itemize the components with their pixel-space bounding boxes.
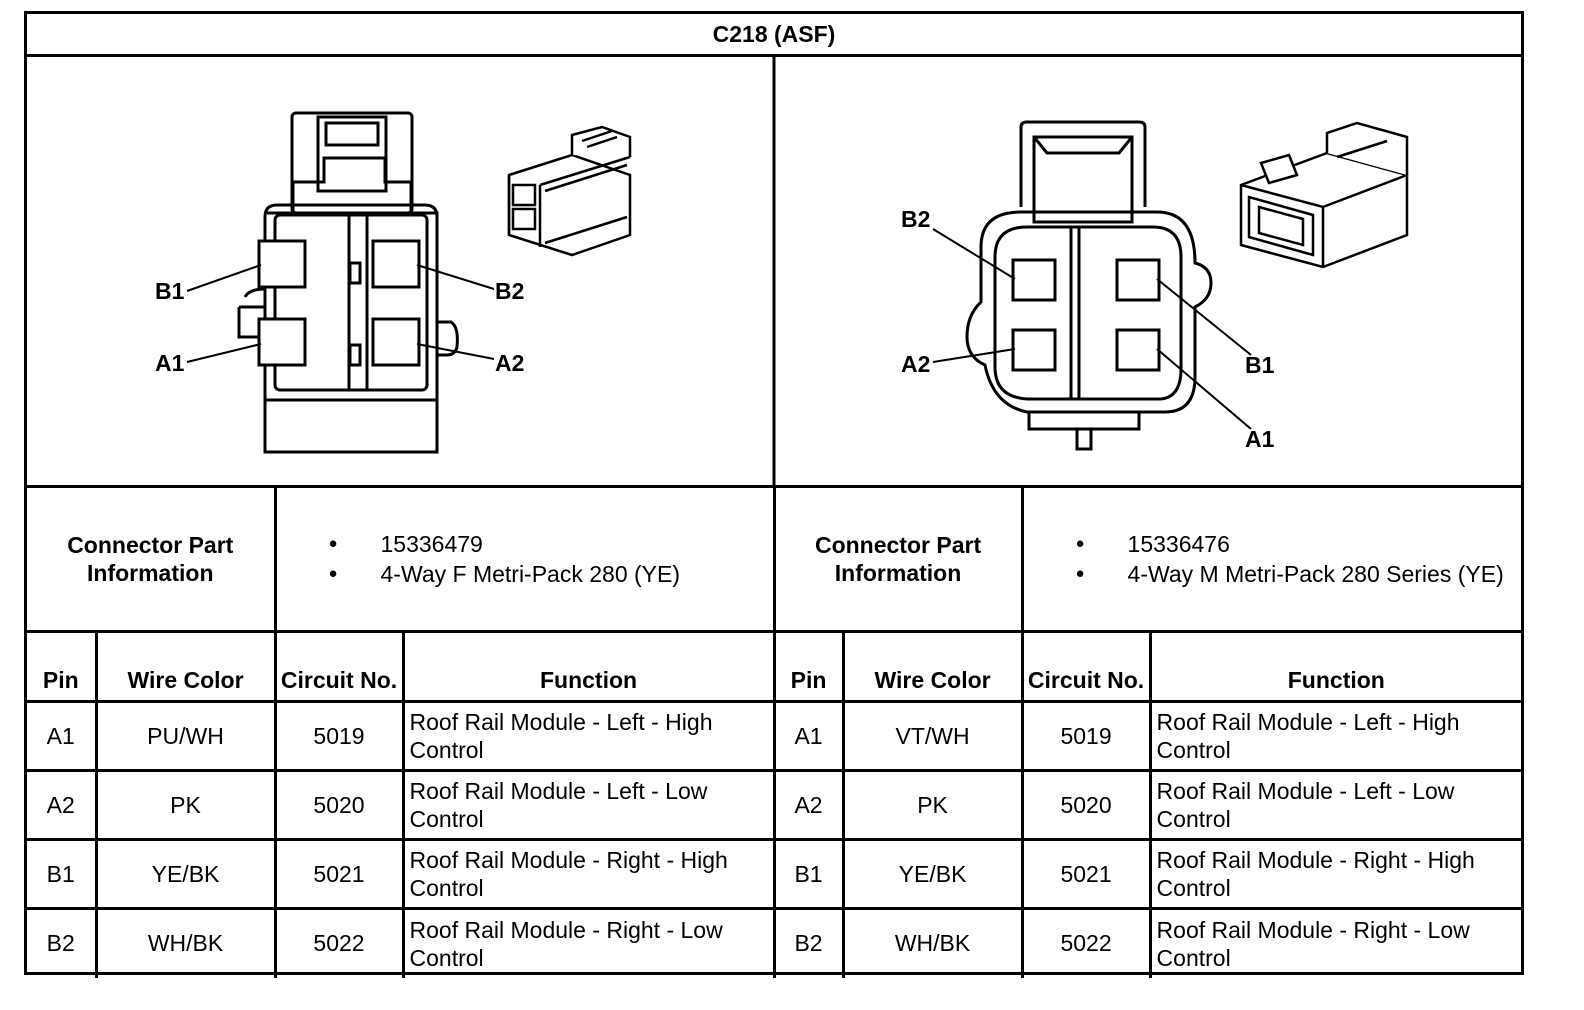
left-header-wire-color: Wire Color	[94, 630, 277, 703]
left-wire-color: YE/BK	[94, 838, 277, 910]
female-cavity-b2	[371, 239, 421, 289]
left-pin: A2	[27, 769, 98, 841]
right-pin: A1	[772, 700, 845, 772]
female-connector-isometric	[507, 125, 632, 257]
connector-drawings: B1 B2 A1 A2	[27, 57, 1521, 485]
male-connector-face	[965, 120, 1213, 451]
female-pin-label-b1: B1	[155, 278, 185, 304]
left-function: Roof Rail Module - Right - High Control	[401, 838, 776, 910]
table-row: B2 WH/BK 5022 Roof Rail Module - Right -…	[27, 907, 1522, 978]
left-circuit: 5020	[273, 769, 405, 841]
male-pin-b2	[1011, 258, 1057, 302]
left-header-circuit: Circuit No.	[273, 630, 405, 703]
right-circuit: 5022	[1020, 907, 1152, 978]
right-wire-color: PK	[841, 769, 1024, 841]
left-function: Roof Rail Module - Left - Low Control	[401, 769, 776, 841]
connector-title: C218 (ASF)	[27, 14, 1521, 57]
male-pin-a1	[1115, 328, 1161, 372]
female-connector-face	[237, 111, 459, 454]
left-header-pin: Pin	[27, 630, 98, 703]
female-pin-label-a1: A1	[155, 350, 185, 376]
right-header-circuit: Circuit No.	[1020, 630, 1152, 703]
table-row: A2 PK 5020 Roof Rail Module - Left - Low…	[27, 769, 1522, 841]
right-part-info: 15336476 4-Way M Metri-Pack 280 Series (…	[1020, 485, 1522, 633]
right-header-function: Function	[1148, 630, 1522, 703]
right-pin: A2	[772, 769, 845, 841]
connector-sheet: C218 (ASF)	[24, 11, 1524, 978]
header-row: Pin Wire Color Circuit No. Function Pin …	[27, 630, 1522, 703]
female-cavity-b1	[257, 239, 307, 289]
right-part-description: 4-Way M Metri-Pack 280 Series (YE)	[1076, 559, 1522, 589]
right-part-info-label: Connector Part Information	[772, 485, 1024, 633]
right-circuit: 5021	[1020, 838, 1152, 910]
left-circuit: 5021	[273, 838, 405, 910]
left-pin: B1	[27, 838, 98, 910]
left-circuit: 5022	[273, 907, 405, 978]
right-part-number: 15336476	[1076, 529, 1522, 559]
left-pin: B2	[27, 907, 98, 978]
table-row: A1 PU/WH 5019 Roof Rail Module - Left - …	[27, 700, 1522, 772]
left-function: Roof Rail Module - Left - High Control	[401, 700, 776, 772]
left-circuit: 5019	[273, 700, 405, 772]
left-header-function: Function	[401, 630, 776, 703]
male-pin-label-b2: B2	[901, 206, 930, 232]
left-part-number: 15336479	[329, 529, 773, 559]
female-cavity-a1	[257, 317, 307, 367]
female-pin-label-a2: A2	[495, 350, 524, 376]
left-wire-color: PK	[94, 769, 277, 841]
female-leader-lines	[186, 264, 495, 363]
right-circuit: 5019	[1020, 700, 1152, 772]
right-header-pin: Pin	[772, 630, 845, 703]
male-pin-label-a1: A1	[1245, 426, 1275, 452]
right-header-wire-color: Wire Color	[841, 630, 1024, 703]
female-pin-label-b2: B2	[495, 278, 524, 304]
connector-table: Connector Part Information 15336479 4-Wa…	[27, 485, 1522, 978]
right-function: Roof Rail Module - Right - Low Control	[1148, 907, 1522, 978]
male-connector-isometric	[1239, 121, 1409, 269]
right-function: Roof Rail Module - Left - Low Control	[1148, 769, 1522, 841]
left-function: Roof Rail Module - Right - Low Control	[401, 907, 776, 978]
right-pin: B2	[772, 907, 845, 978]
right-wire-color: VT/WH	[841, 700, 1024, 772]
male-leader-lines	[932, 228, 1252, 430]
table-row: B1 YE/BK 5021 Roof Rail Module - Right -…	[27, 838, 1522, 910]
right-function: Roof Rail Module - Right - High Control	[1148, 838, 1522, 910]
right-function: Roof Rail Module - Left - High Control	[1148, 700, 1522, 772]
male-pin-label-b1: B1	[1245, 352, 1275, 378]
left-part-info-label: Connector Part Information	[27, 485, 277, 633]
male-pin-label-a2: A2	[901, 351, 930, 377]
left-wire-color: WH/BK	[94, 907, 277, 978]
female-cavity-a2	[371, 317, 421, 367]
left-part-info: 15336479 4-Way F Metri-Pack 280 (YE)	[273, 485, 776, 633]
right-pin: B1	[772, 838, 845, 910]
right-wire-color: WH/BK	[841, 907, 1024, 978]
part-info-row: Connector Part Information 15336479 4-Wa…	[27, 485, 1522, 633]
left-part-description: 4-Way F Metri-Pack 280 (YE)	[329, 559, 773, 589]
left-pin: A1	[27, 700, 98, 772]
male-pin-a2	[1011, 328, 1057, 372]
right-wire-color: YE/BK	[841, 838, 1024, 910]
right-circuit: 5020	[1020, 769, 1152, 841]
connector-drawings-svg: B1 B2 A1 A2	[155, 57, 1409, 485]
male-pin-b1	[1115, 258, 1161, 302]
left-wire-color: PU/WH	[94, 700, 277, 772]
